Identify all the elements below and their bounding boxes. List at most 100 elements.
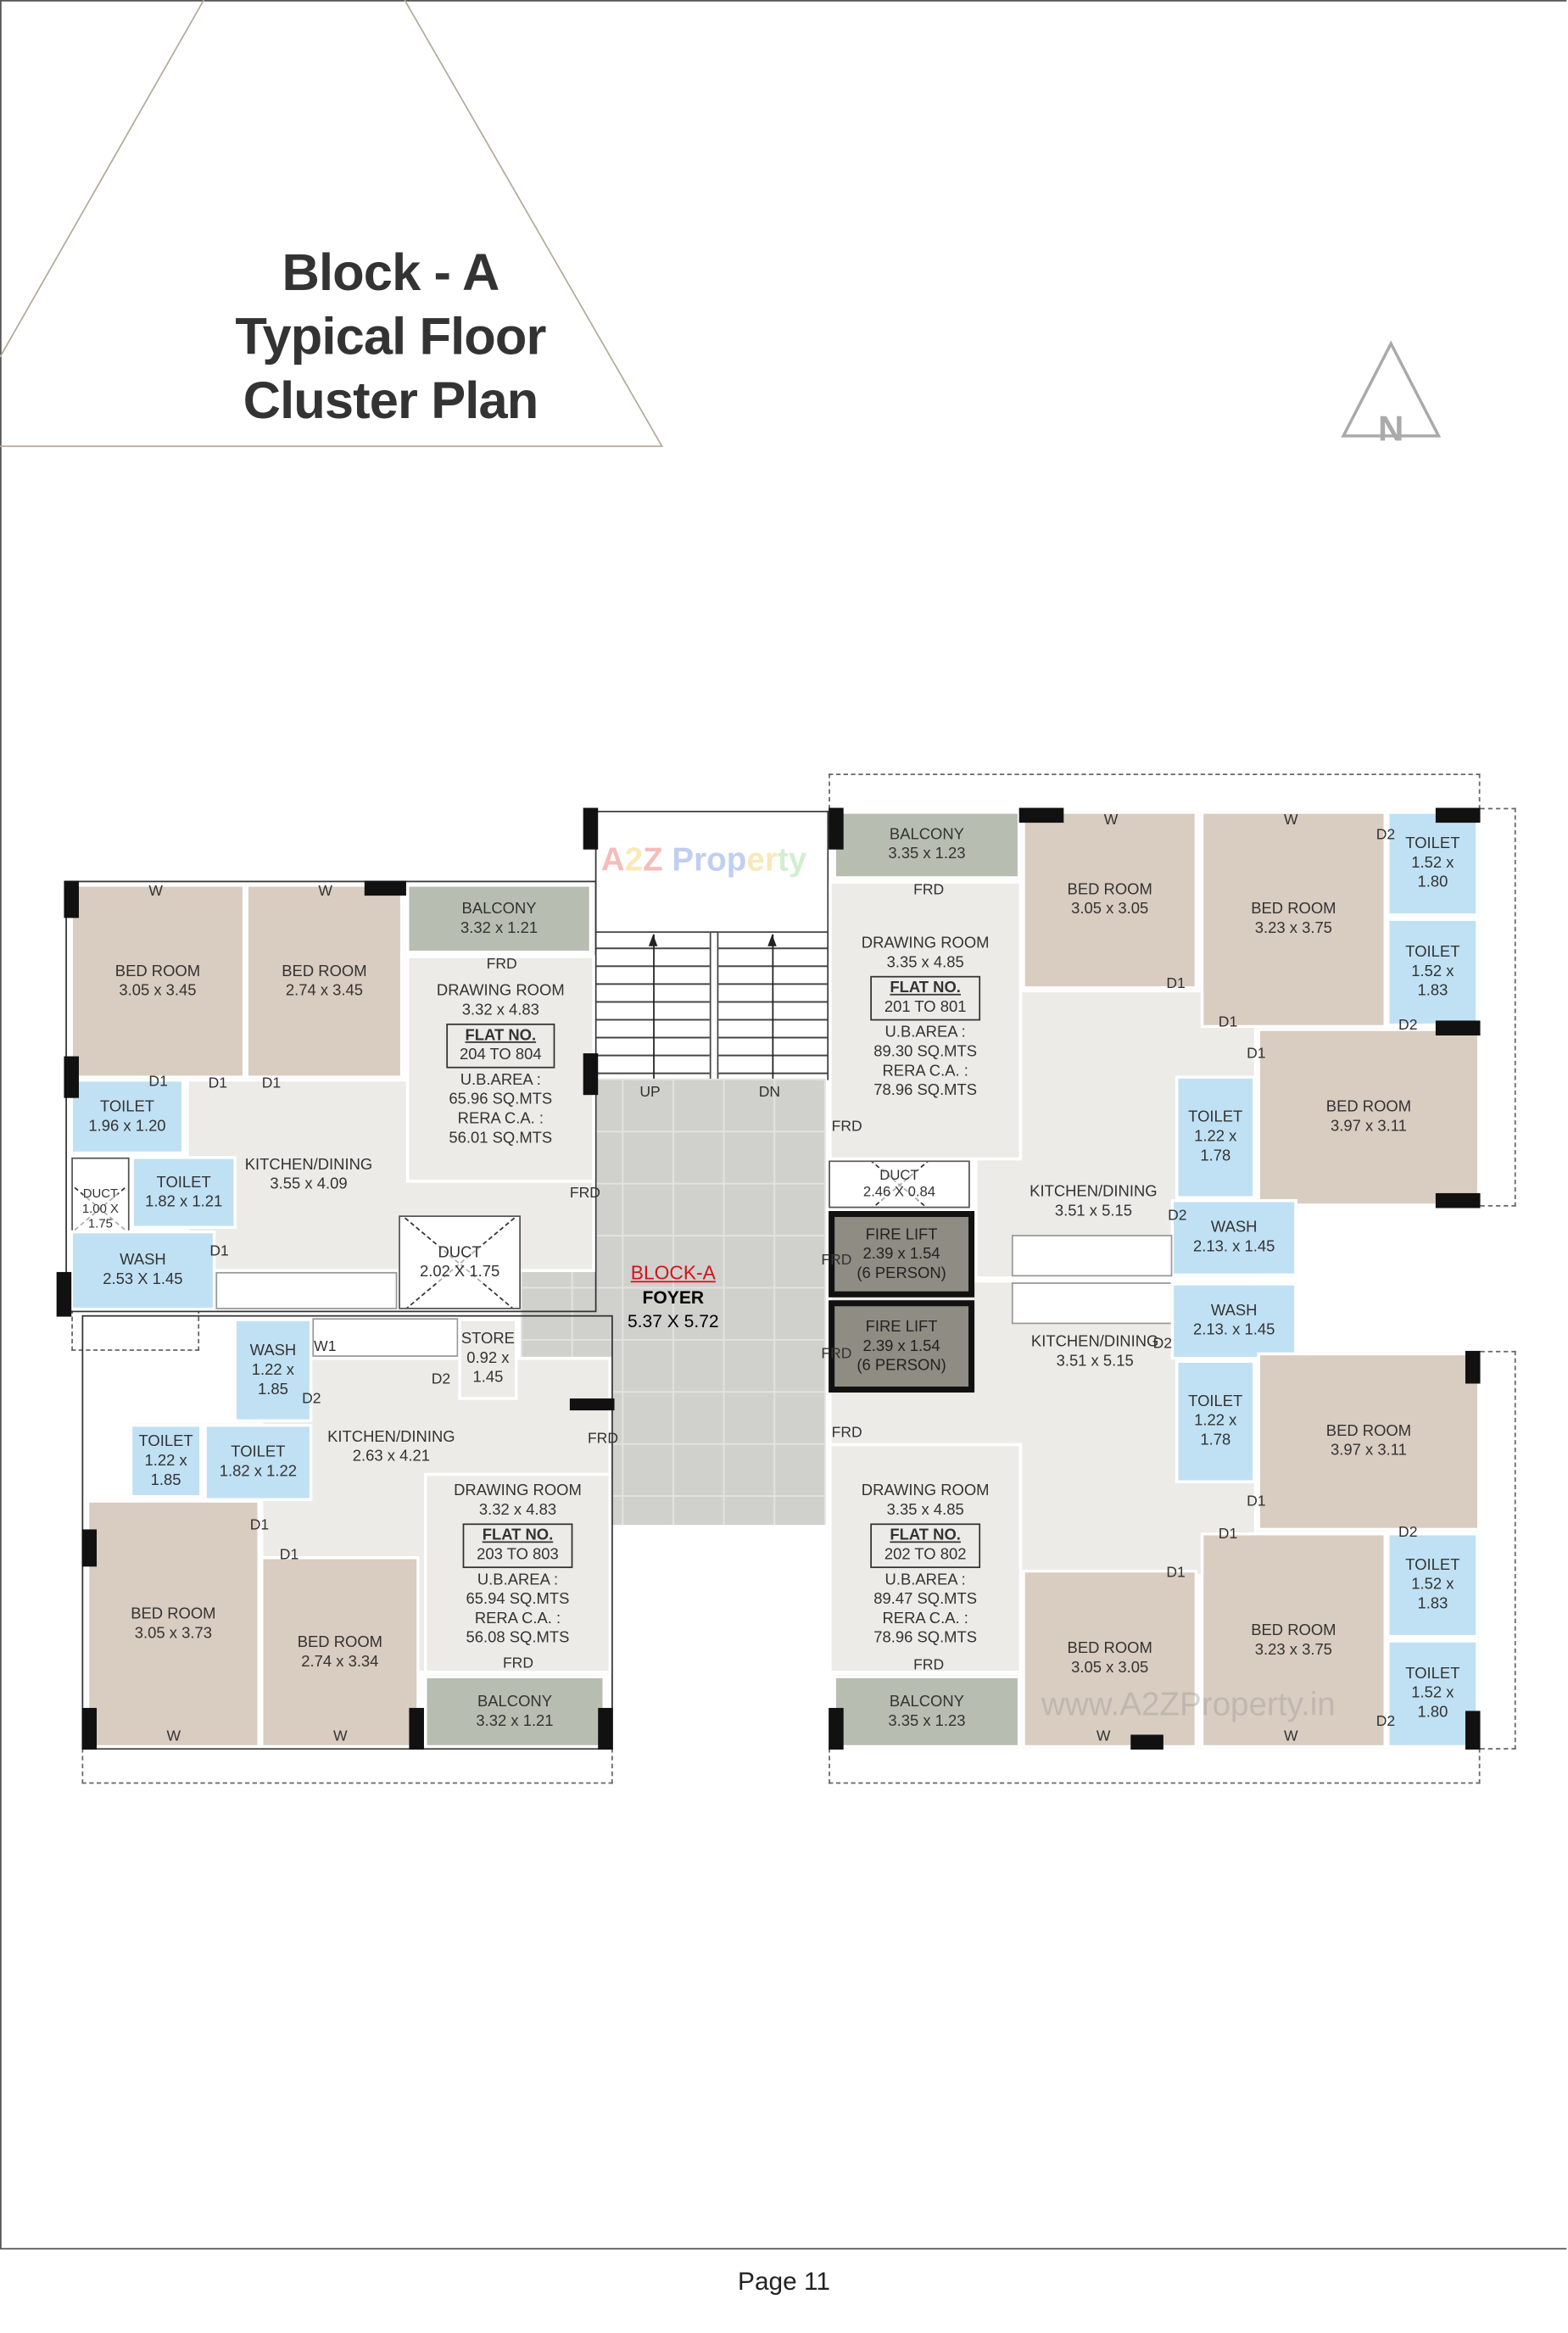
room-name: DRAWING ROOM	[436, 981, 565, 1000]
room-dims: 2.46 X 0.84	[862, 1184, 936, 1201]
room-name: KITCHEN/DINING	[244, 1156, 373, 1175]
door-tag: D2	[1152, 1336, 1173, 1353]
room-name: BED ROOM	[1251, 900, 1336, 918]
door-tag: D1	[1218, 1526, 1238, 1543]
room-dims: 3.97 x 3.11	[1331, 1117, 1407, 1136]
column	[409, 1707, 424, 1750]
title-triangle	[0, 0, 664, 448]
door-tag: D1	[261, 1075, 282, 1092]
rera-label: RERA C.A. :	[474, 1610, 561, 1628]
column	[569, 1398, 615, 1411]
room-dims: 1.22 x 1.78	[1194, 1411, 1237, 1449]
window-tag: W	[318, 884, 333, 901]
window-tag: W	[332, 1728, 348, 1745]
room-dims: 2.53 X 1.45	[103, 1270, 183, 1289]
room-name: BALCONY	[889, 1692, 964, 1711]
ub-area-label: U.B.AREA :	[477, 1571, 559, 1589]
door-tag: D1	[208, 1075, 228, 1092]
room-name: DUCT	[82, 1186, 119, 1201]
column	[64, 1056, 79, 1098]
projection-outline	[1480, 1350, 1516, 1750]
stair-up-label: UP	[639, 1084, 661, 1102]
window-tag: W	[148, 884, 164, 901]
room-dims: 3.23 x 3.75	[1254, 1640, 1332, 1659]
room-dims: 2.13. x 1.45	[1193, 1320, 1275, 1339]
room-dims: 1.22 x 1.78	[1194, 1127, 1237, 1165]
foyer-label: FOYER	[642, 1286, 705, 1309]
room-name: TOILET	[231, 1443, 286, 1461]
room-dims: 3.05 x 3.05	[1071, 900, 1149, 918]
column	[81, 1707, 98, 1750]
room-name: BED ROOM	[114, 962, 201, 980]
lift-name: FIRE LIFT	[865, 1317, 938, 1336]
room-name: BED ROOM	[131, 1605, 216, 1623]
room-dims: 3.32 x 4.83	[478, 1501, 557, 1520]
door-tag: FRD	[913, 1657, 945, 1674]
door-tag: FRD	[587, 1431, 619, 1448]
kitchen-counter	[215, 1271, 398, 1309]
column	[64, 880, 79, 918]
room-dims: 3.32 x 4.83	[461, 1001, 539, 1019]
door-tag: D1	[148, 1074, 168, 1091]
door-tag: FRD	[569, 1186, 600, 1203]
door-tag: FRD	[831, 1119, 862, 1136]
lift-dims: 2.39 x 1.54	[862, 1337, 940, 1355]
door-tag: FRD	[831, 1425, 862, 1442]
room-name: TOILET	[1405, 834, 1460, 853]
room-name: TOILET	[1188, 1108, 1243, 1127]
ub-area: 89.47 SQ.MTS	[873, 1590, 978, 1609]
door-tag: D1	[1218, 1014, 1238, 1031]
ub-area-label: U.B.AREA :	[460, 1071, 541, 1090]
room-dims: 2.02 X 1.75	[419, 1262, 500, 1282]
title-line: Block - A	[282, 243, 500, 303]
rera-area: 78.96 SQ.MTS	[873, 1628, 978, 1648]
room-dims: 2.74 x 3.45	[285, 980, 364, 1000]
room-name: BED ROOM	[282, 962, 367, 980]
projection-outline	[81, 1748, 613, 1784]
room-dims: 1.52 x 1.80	[1411, 853, 1454, 891]
room-name: TOILET	[1405, 943, 1460, 962]
column	[56, 1271, 72, 1317]
room-dims: 1.00 X 1.75	[72, 1200, 128, 1231]
page-frame	[0, 0, 1567, 2250]
column	[1435, 1192, 1481, 1208]
room-name: TOILET	[1405, 1665, 1460, 1683]
foyer-dims: 5.37 X 5.72	[627, 1310, 719, 1332]
room-dims: 1.52 x 1.83	[1411, 1575, 1454, 1613]
room-name: KITCHEN/DINING	[1030, 1182, 1158, 1201]
door-tag: D1	[249, 1517, 270, 1534]
room-name: WASH	[1210, 1302, 1258, 1320]
rera-area: 78.96 SQ.MTS	[873, 1081, 978, 1100]
room-name: BED ROOM	[1325, 1097, 1412, 1116]
window-tag: W	[1283, 1728, 1298, 1745]
column	[364, 880, 406, 896]
page-number: Page 11	[738, 2267, 830, 2296]
door-tag: FRD	[502, 1655, 534, 1672]
column	[1018, 807, 1064, 823]
room-name: TOILET	[156, 1173, 211, 1192]
column	[1435, 807, 1481, 823]
column	[81, 1529, 98, 1567]
ub-area-label: U.B.AREA :	[884, 1023, 966, 1042]
room-dims: 3.55 x 4.09	[270, 1175, 348, 1193]
kitchen-counter	[1011, 1282, 1173, 1325]
door-tag: FRD	[821, 1253, 852, 1270]
room-name: BALCONY	[461, 899, 537, 918]
